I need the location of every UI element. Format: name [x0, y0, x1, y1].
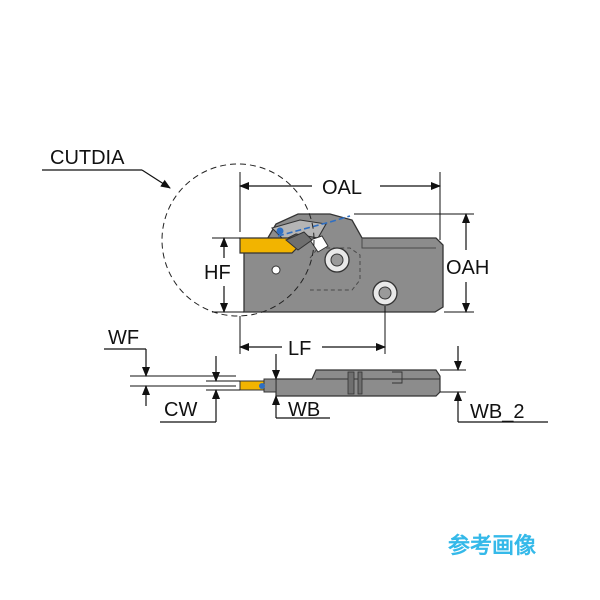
cutdia-leader: CUTDIA — [42, 147, 171, 189]
wb2-label: WB_2 — [470, 401, 524, 423]
oal-dimension: OAL — [239, 172, 441, 240]
cutting-insert — [239, 231, 313, 254]
hf-dimension: HF — [204, 237, 244, 313]
cutdia-circle — [161, 163, 315, 317]
lf-label: LF — [288, 338, 311, 360]
tool-body-side-view — [243, 213, 444, 313]
tool-body-top-view — [239, 369, 441, 397]
wf-dimension: WF — [104, 327, 236, 406]
cutdia-label: CUTDIA — [50, 147, 125, 169]
oal-label: OAL — [322, 177, 362, 199]
cw-label: CW — [164, 399, 197, 421]
wb2-dimension: WB_2 — [440, 346, 548, 423]
wf-label: WF — [108, 327, 139, 349]
coolant-channel — [276, 215, 351, 237]
wb-dimension: WB — [272, 354, 330, 421]
cw-dimension: CW — [160, 356, 240, 423]
wb-label: WB — [288, 399, 320, 421]
reference-image-watermark: 参考画像 — [448, 533, 537, 559]
oah-label: OAH — [446, 257, 489, 279]
lf-dimension: LF — [239, 306, 386, 360]
hf-label: HF — [204, 262, 231, 284]
oah-dimension: OAH — [354, 213, 489, 313]
